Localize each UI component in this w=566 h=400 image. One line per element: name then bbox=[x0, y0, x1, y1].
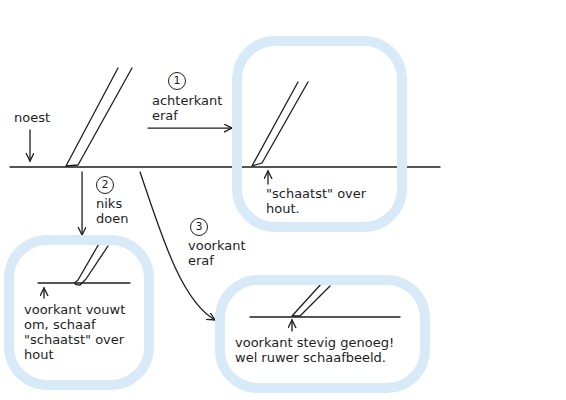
callout-number: 1 bbox=[168, 72, 186, 90]
result-bubble: voorkant vouwt om, schaaf "schaatst" ove… bbox=[4, 235, 154, 390]
callout-number: 2 bbox=[96, 176, 114, 194]
edge-label: voorkant eraf bbox=[186, 238, 252, 268]
wood-surface bbox=[38, 282, 130, 283]
label-anchor: 3 bbox=[190, 218, 208, 236]
bubble-outline bbox=[232, 36, 407, 232]
chisel-folded bbox=[75, 242, 108, 285]
label-anchor: 1 bbox=[168, 72, 186, 90]
arrow-connector bbox=[81, 172, 82, 235]
chisel-back-removed bbox=[252, 82, 308, 166]
callout-number: 3 bbox=[190, 218, 208, 236]
node-text: voorkant stevig genoeg! wel ruwer schaaf… bbox=[235, 335, 410, 365]
bubble-outline-shape bbox=[237, 41, 402, 227]
bubble-outline-shape bbox=[220, 280, 425, 388]
result-bubble: voorkant stevig genoeg! wel ruwer schaaf… bbox=[215, 275, 430, 393]
label-anchor: niks doen bbox=[94, 196, 136, 226]
knot-pointer bbox=[29, 130, 30, 161]
edge-label: niks doen bbox=[94, 196, 136, 226]
node-text: voorkant vouwt om, schaaf "schaatst" ove… bbox=[24, 302, 136, 362]
leader-line bbox=[43, 288, 44, 298]
wood-surface bbox=[250, 316, 400, 317]
node-text: "schaatst" over hout. bbox=[266, 186, 376, 216]
edge-label: achterkant eraf bbox=[150, 93, 232, 123]
label-anchor: voorkant eraf bbox=[186, 238, 252, 268]
leader-line bbox=[291, 320, 292, 331]
node-text: noest bbox=[14, 110, 64, 125]
chisel-start bbox=[66, 68, 132, 166]
wood-surface bbox=[10, 166, 440, 167]
leader-line bbox=[267, 171, 268, 184]
result-bubble: "schaatst" over hout. bbox=[232, 36, 407, 232]
chisel-front-removed bbox=[292, 283, 330, 316]
bubble-outline-shape bbox=[9, 240, 149, 385]
label-anchor: achterkant eraf bbox=[150, 93, 232, 123]
arrow-connector bbox=[148, 127, 232, 128]
bubble-outline bbox=[215, 275, 430, 393]
label-anchor: 2 bbox=[96, 176, 114, 194]
start-scene: noest bbox=[8, 100, 148, 172]
